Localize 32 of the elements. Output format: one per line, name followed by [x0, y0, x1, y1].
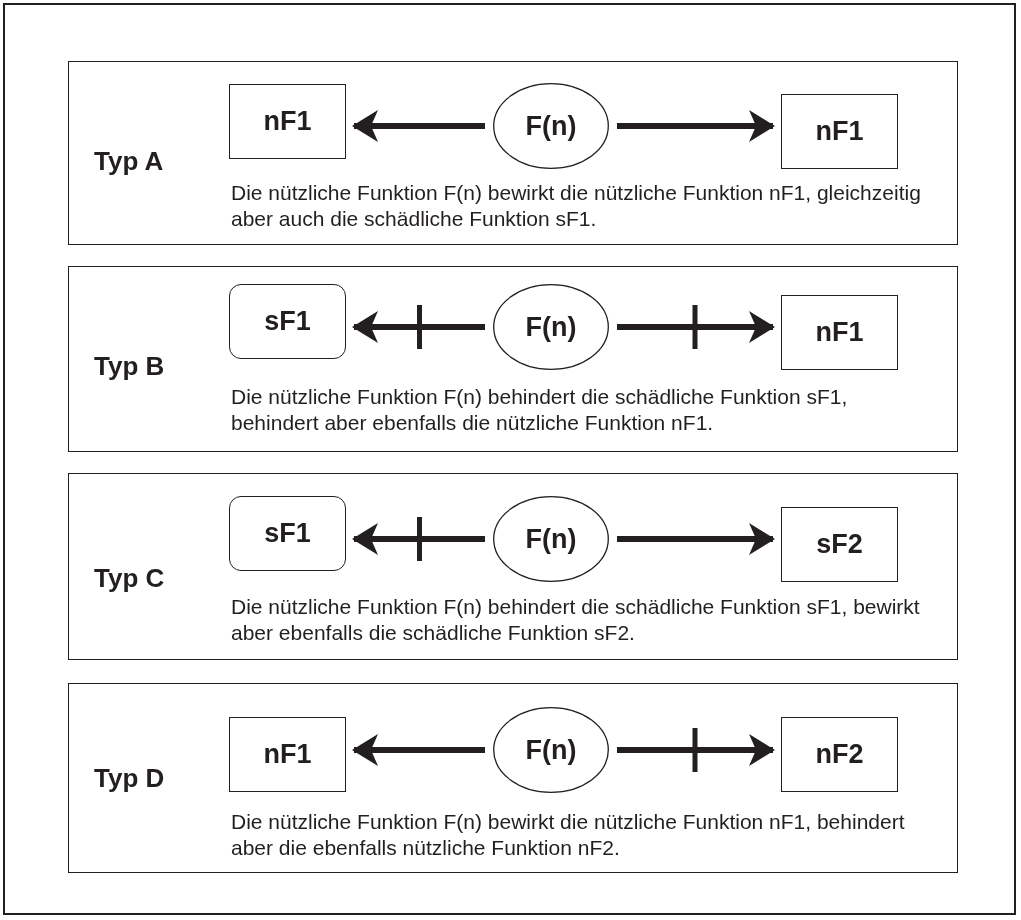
type-heading: Typ D [94, 763, 165, 794]
description: Die nützliche Funktion F(n) behindert die schädliche Funktion sF1, behindert aber ebenfalls die nützliche Funktion nF1. [231, 384, 849, 436]
function-box: nF2 [781, 717, 898, 792]
function-ellipse: F(n) [493, 284, 609, 370]
type-panel [68, 266, 958, 452]
crossed-arrow [617, 305, 775, 349]
function-ellipse: F(n) [493, 707, 609, 793]
description: Die nützliche Funktion F(n) bewirkt die nützliche Funktion nF1, behindert aber die ebenfalls nützliche Funktion nF2. [231, 809, 906, 861]
rounded-function-box: sF1 [229, 284, 346, 359]
description: Die nützliche Funktion F(n) bewirkt die nützliche Funktion nF1, gleichzeitig aber auch die schädliche Funktion sF1. [231, 180, 922, 232]
function-ellipse: F(n) [493, 496, 609, 582]
crossed-arrow [352, 517, 485, 561]
description: Die nützliche Funktion F(n) behindert die schädliche Funktion sF1, bewirkt aber ebenfalls die schädliche Funktion sF2. [231, 594, 921, 646]
function-box: nF1 [781, 94, 898, 169]
arrow [617, 110, 775, 142]
crossed-arrow [352, 305, 485, 349]
function-box: nF1 [229, 84, 346, 159]
function-box: sF2 [781, 507, 898, 582]
type-heading: Typ C [94, 563, 165, 594]
type-panel [68, 473, 958, 660]
arrow [617, 523, 775, 555]
arrow [352, 110, 485, 142]
type-heading: Typ B [94, 351, 165, 382]
type-panel [68, 61, 958, 245]
arrow [352, 734, 485, 766]
function-box: nF1 [781, 295, 898, 370]
type-heading: Typ A [94, 146, 164, 177]
crossed-arrow [617, 728, 775, 772]
function-ellipse: F(n) [493, 83, 609, 169]
rounded-function-box: sF1 [229, 496, 346, 571]
function-box: nF1 [229, 717, 346, 792]
type-panel [68, 683, 958, 873]
